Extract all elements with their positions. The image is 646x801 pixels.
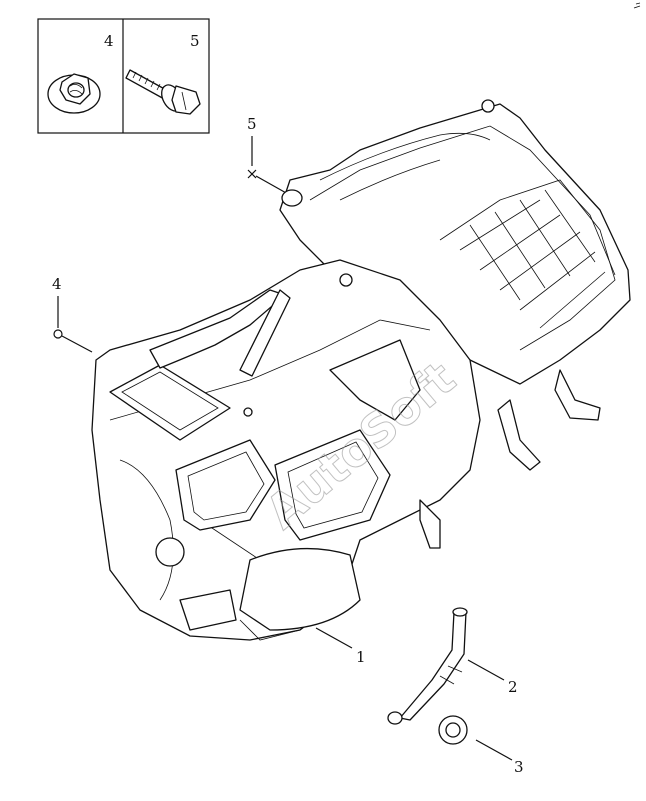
grommet-part [438,715,468,745]
callout-2-number: 2 [508,678,518,696]
corner-mark [633,2,641,9]
callout-1-number: 1 [356,648,366,666]
flange-nut-icon [47,73,101,114]
inset-label-5: 5 [190,32,200,50]
callout-4: 4 [52,275,93,353]
callout-3: 3 [475,739,524,776]
callout-2: 2 [467,659,518,696]
callout-5-number: 5 [247,115,257,133]
callout-4-number: 4 [52,275,62,293]
drain-hose-part [387,607,468,725]
callout-5: 5 [247,115,289,195]
inset-label-4: 4 [104,32,114,50]
callout-3-number: 3 [514,758,524,776]
fastener-inset: 4 5 [37,18,210,134]
flange-bolt-icon [125,69,201,115]
callout-1: 1 [315,627,366,666]
heater-unit-assembly [91,99,631,641]
